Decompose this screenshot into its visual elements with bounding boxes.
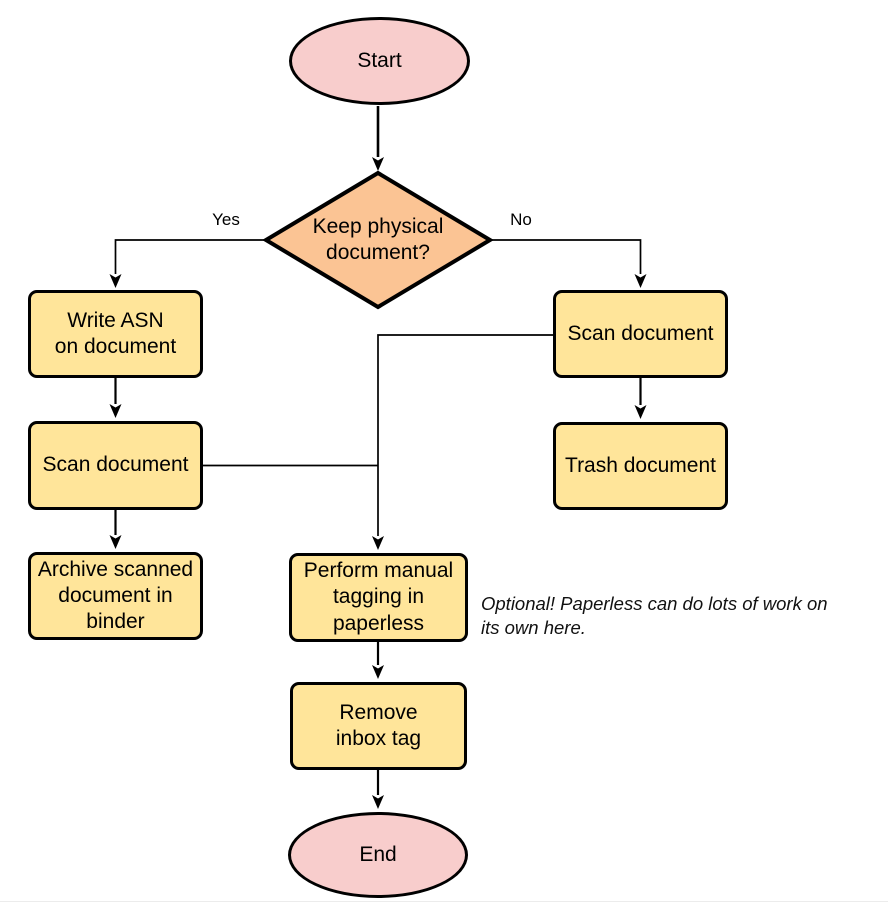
node-trash-document-label: Trash document (565, 453, 716, 477)
edge-scan-right-to-tagging (372, 334, 553, 550)
window-bottom-edge (0, 901, 888, 902)
node-manual-tagging-label: Perform manual tagging in paperless (303, 559, 454, 635)
node-remove-inbox-tag: Remove inbox tag (290, 682, 467, 770)
node-scan-document-right-label: Scan document (567, 321, 714, 345)
node-manual-tagging: Perform manual tagging in paperless (289, 553, 468, 642)
node-end: End (288, 812, 468, 898)
node-start-label: Start (357, 48, 402, 72)
edge-label-yes: Yes (212, 210, 240, 229)
edge-label-no: No (510, 210, 532, 229)
annotation-optional-note: Optional! Paperless can do lots of work … (481, 593, 828, 638)
node-start: Start (289, 17, 470, 105)
decision-diamond-shape (262, 170, 494, 310)
node-scan-document-left: Scan document (28, 421, 203, 510)
node-write-asn-label: Write ASN on document (54, 308, 177, 358)
node-archive-binder-label: Archive scanned document in binder (37, 557, 194, 634)
node-remove-inbox-tag-label: Remove inbox tag (335, 700, 422, 750)
node-decision-label: Keep physical document? (312, 214, 444, 264)
node-trash-document: Trash document (553, 422, 728, 510)
node-end-label: End (359, 842, 397, 866)
node-scan-document-left-label: Scan document (42, 453, 189, 477)
node-scan-document-right: Scan document (553, 290, 728, 378)
node-archive-binder: Archive scanned document in binder (28, 552, 203, 640)
edge-decision-yes-to-write-asn (109, 239, 266, 288)
edge-decision-no-to-scan-right (490, 239, 647, 288)
node-write-asn: Write ASN on document (28, 290, 203, 378)
